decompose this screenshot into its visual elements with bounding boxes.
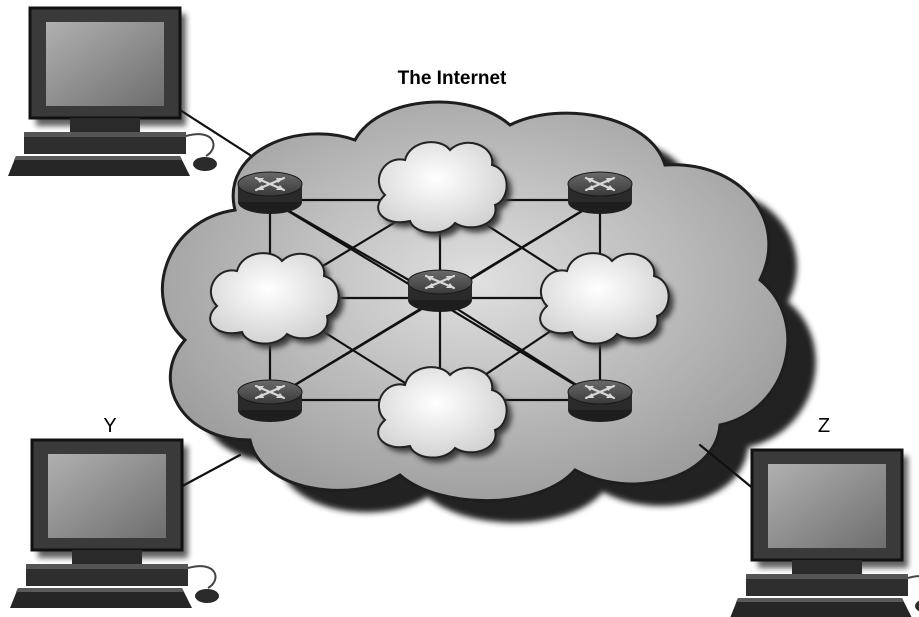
host-z-label: Z xyxy=(818,415,830,437)
host-z-computer-icon xyxy=(730,450,919,617)
router-center-icon xyxy=(408,270,472,312)
router-top-left-icon xyxy=(238,172,302,214)
host-x-computer-icon xyxy=(8,8,217,176)
diagram-title: The Internet xyxy=(398,68,507,89)
router-bottom-right-icon xyxy=(568,380,632,422)
router-bottom-left-icon xyxy=(238,380,302,422)
link-host-x xyxy=(180,110,250,155)
host-y-computer-icon xyxy=(10,440,219,608)
host-y-label: Y xyxy=(103,415,116,437)
router-top-right-icon xyxy=(568,172,632,214)
